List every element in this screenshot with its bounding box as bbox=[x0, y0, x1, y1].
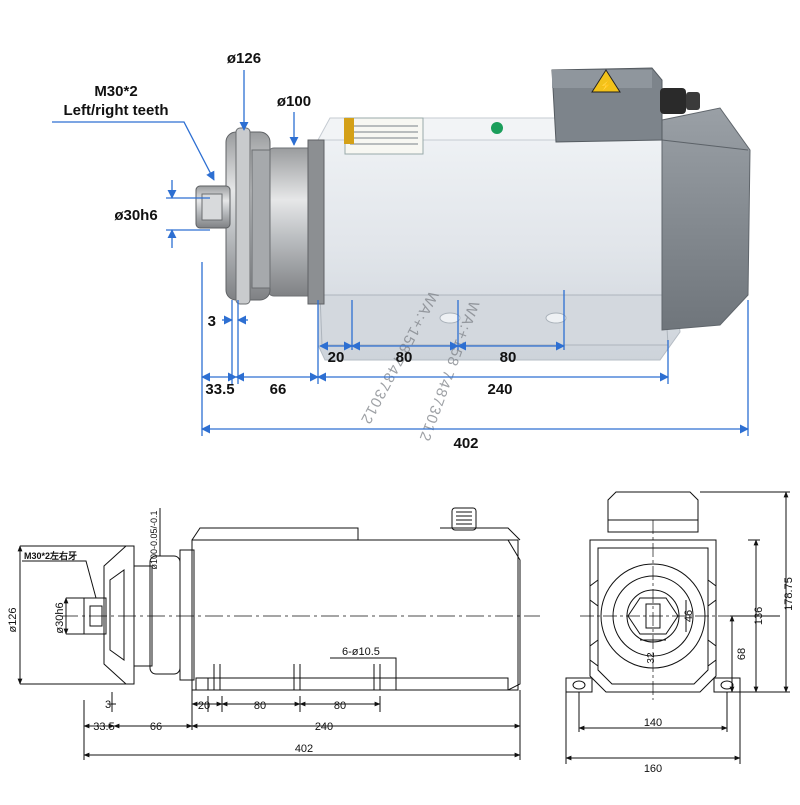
label-dim-240: 240 bbox=[487, 381, 512, 398]
warning-triangle-icon bbox=[591, 69, 621, 93]
label-side-dim-66: 66 bbox=[150, 721, 162, 733]
label-m30-line1: M30*2 bbox=[94, 83, 137, 100]
junction-box: ⚡ bbox=[551, 67, 700, 143]
label-dim-46: 46 bbox=[683, 610, 695, 622]
label-dia-100: ø100 bbox=[277, 93, 311, 110]
label-dim-3: 3 bbox=[208, 313, 216, 330]
label-side-dim-80a: 80 bbox=[254, 700, 266, 712]
label-dim-32: 32 bbox=[646, 652, 657, 664]
label-dim-33-5: 33.5 bbox=[205, 381, 234, 398]
label-dia-30h6-side: ø30h6 bbox=[54, 602, 66, 633]
svg-text:⚡: ⚡ bbox=[600, 79, 612, 92]
end-view-labels: 178.75 136 68 46 32 140 160 bbox=[644, 577, 795, 775]
green-label-icon bbox=[491, 122, 503, 134]
nameplate bbox=[344, 117, 424, 155]
end-view-drawing bbox=[565, 491, 790, 764]
side-view-drawing bbox=[17, 507, 540, 760]
label-dim-66: 66 bbox=[270, 381, 287, 398]
label-dim-402: 402 bbox=[453, 435, 478, 452]
label-dim-178-75: 178.75 bbox=[783, 577, 795, 611]
label-dim-20: 20 bbox=[328, 349, 345, 366]
label-dia-126: ø126 bbox=[227, 50, 261, 67]
label-side-dim-3: 3 bbox=[105, 699, 111, 711]
label-dim-160: 160 bbox=[644, 763, 662, 775]
rear-cap bbox=[661, 107, 751, 331]
label-dim-68: 68 bbox=[736, 648, 748, 660]
label-dia-30h6: ø30h6 bbox=[114, 207, 157, 224]
label-m30-line2: Left/right teeth bbox=[64, 102, 169, 119]
label-m30-cn: M30*2左右牙 bbox=[24, 550, 77, 561]
label-side-dim-33-5: 33.5 bbox=[93, 721, 114, 733]
label-side-dim-240: 240 bbox=[315, 721, 333, 733]
label-dim-136: 136 bbox=[753, 607, 765, 625]
side-view-labels: M30*2左右牙 ø126 ø30h6 ø100-0.05/-0.1 6-ø10… bbox=[7, 510, 380, 755]
label-dim-140: 140 bbox=[644, 717, 662, 729]
label-dim-80a: 80 bbox=[396, 349, 413, 366]
label-holes: 6-ø10.5 bbox=[342, 646, 380, 658]
label-side-dim-80b: 80 bbox=[334, 700, 346, 712]
label-side-dim-20: 20 bbox=[198, 700, 210, 712]
label-dim-80b: 80 bbox=[500, 349, 517, 366]
top-dimensions bbox=[52, 70, 749, 436]
label-side-dim-402: 402 bbox=[295, 743, 313, 755]
top-dimension-labels: M30*2 Left/right teeth ø126 ø100 ø30h6 3… bbox=[64, 50, 517, 452]
label-dia-126-side: ø126 bbox=[7, 607, 19, 632]
label-dia-100-tol: ø100-0.05/-0.1 bbox=[149, 510, 159, 569]
motor-render: ⚡ bbox=[195, 67, 751, 361]
mounting-plate bbox=[319, 294, 669, 346]
